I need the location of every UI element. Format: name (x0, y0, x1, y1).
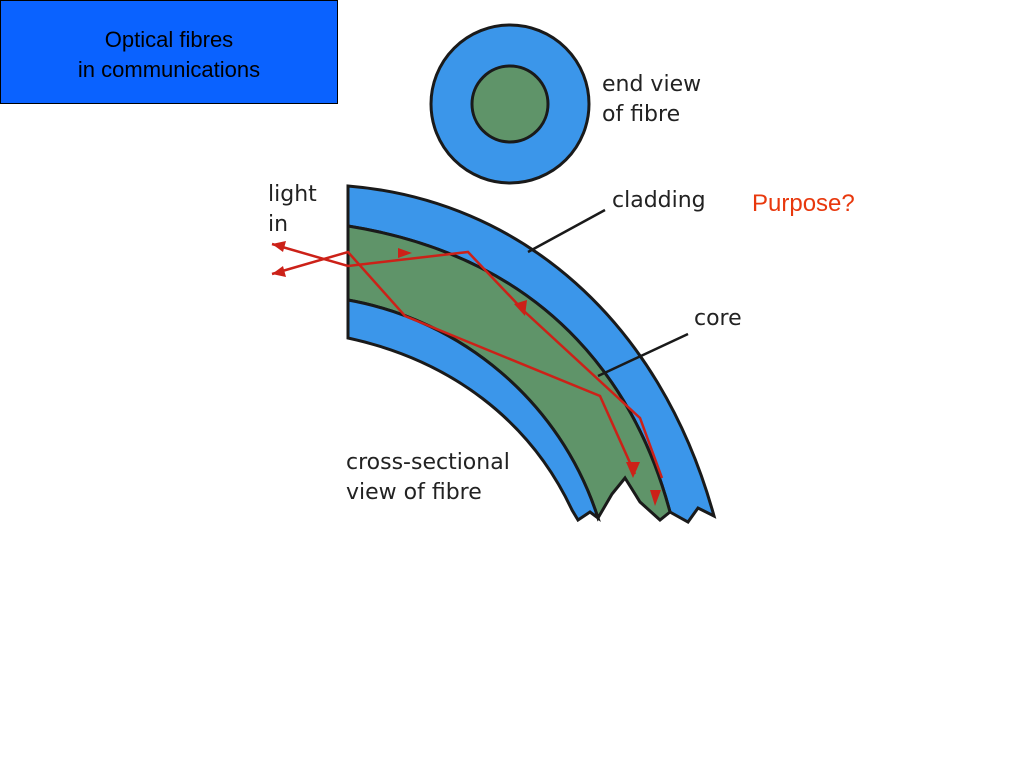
end-view-label: end view of fibre (602, 70, 701, 130)
cross-section-label-line-2: view of fibre (346, 480, 482, 505)
slide-title-line-2: in communications (77, 57, 261, 82)
light-in-label: light in (268, 180, 317, 240)
slide-title-line-1: Optical fibres (104, 27, 234, 52)
arrowhead-exit-2 (650, 490, 661, 506)
arrowhead-in-upper (272, 241, 286, 252)
purpose-question: Purpose? (752, 190, 855, 217)
end-view-label-line-1: end view (602, 72, 702, 97)
ray-upper (271, 242, 664, 479)
cladding-label: cladding (612, 186, 706, 216)
end-view-label-line-2: of fibre (602, 102, 681, 127)
end-view-core (470, 64, 550, 144)
core-label-text: core (694, 306, 742, 331)
arrowhead-core-down (514, 300, 527, 316)
cladding-label-text: cladding (612, 188, 706, 213)
light-in-label-line-1: light (268, 182, 317, 207)
light-in-label-line-2: in (268, 212, 289, 237)
cladding-leader (527, 208, 606, 254)
arrowhead-core-mid (398, 248, 412, 258)
cross-section-label: cross-sectional view of fibre (346, 448, 510, 508)
core-leader (597, 332, 689, 378)
light-rays (271, 242, 664, 479)
slide-title-box: Optical fibres in communications (0, 0, 338, 104)
arrowhead-in-lower (272, 266, 286, 277)
cladding-inner (346, 298, 601, 523)
core-label: core (694, 304, 742, 334)
cross-section-label-line-1: cross-sectional (346, 450, 510, 475)
ray-arrowheads (272, 241, 661, 506)
ray-lower (271, 250, 637, 475)
arrowhead-exit-1 (626, 462, 640, 478)
